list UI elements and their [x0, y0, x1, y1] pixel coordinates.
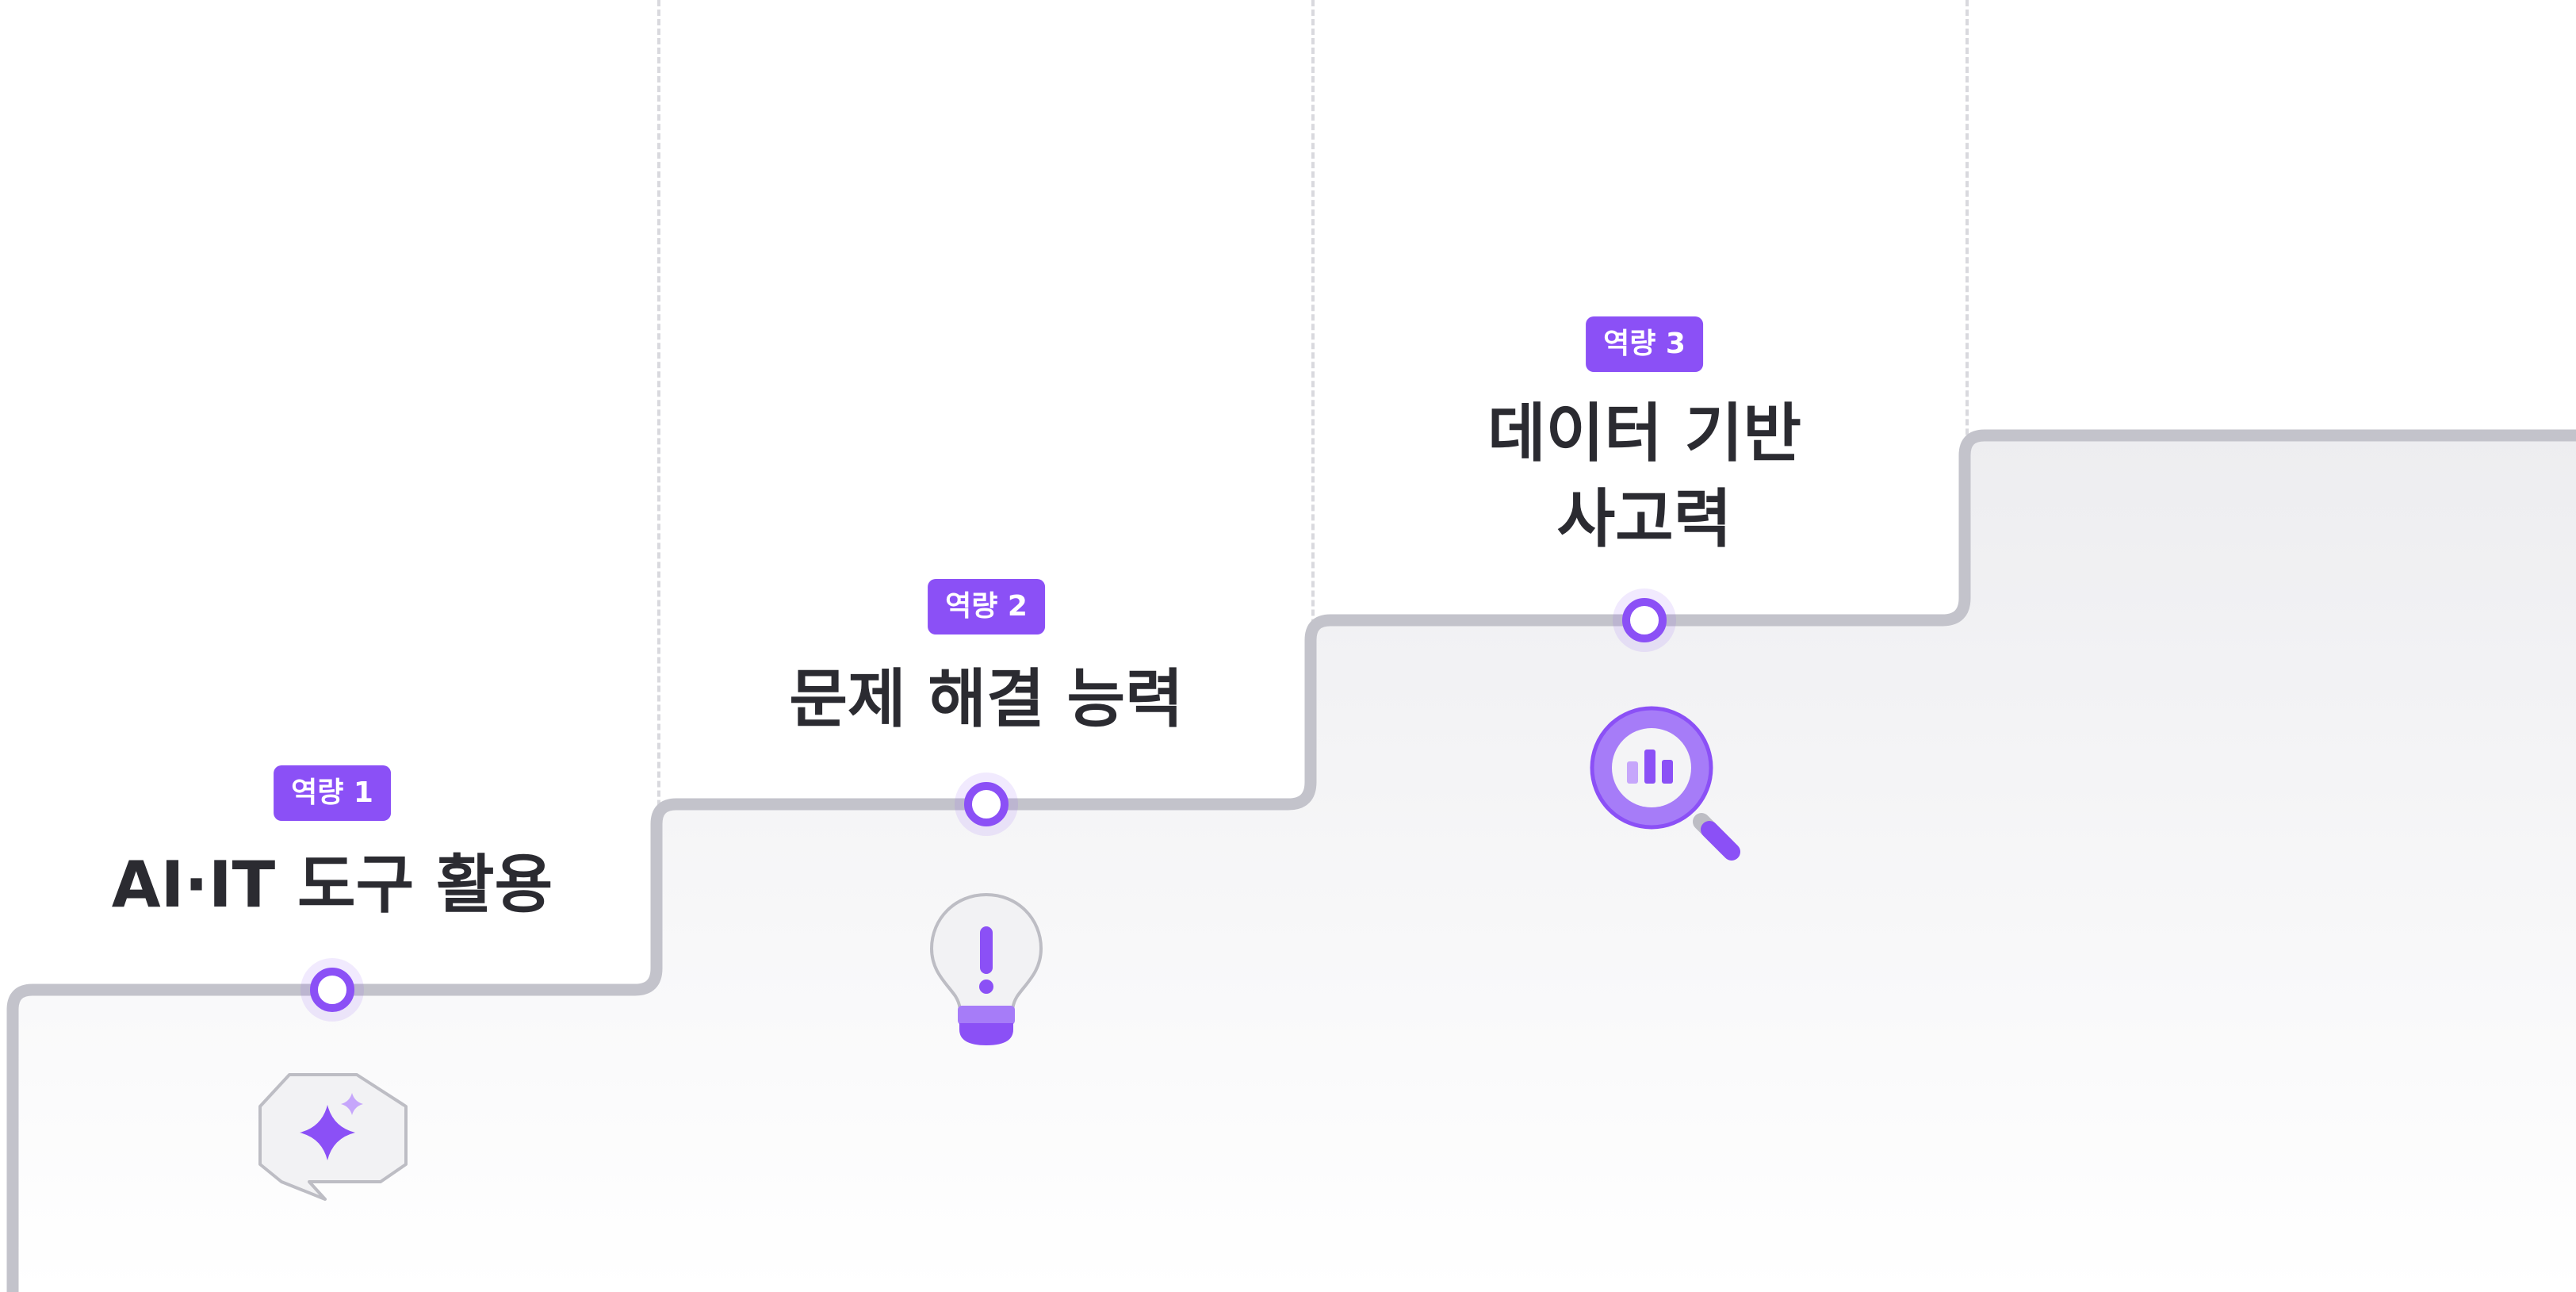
- sparkle-chat-bubble-icon: [258, 1073, 408, 1201]
- step-1-title-line-1: AI·IT 도구 활용: [111, 848, 553, 922]
- column-divider: [657, 0, 660, 1292]
- step-2-marker: [955, 773, 1018, 836]
- step-3-title: 데이터 기반 사고력: [1487, 391, 1801, 562]
- step-2-title: 문제 해결 능력: [789, 657, 1183, 742]
- lightbulb-exclamation-icon: [929, 892, 1043, 1045]
- step-3-title-line-1: 데이터 기반: [1487, 397, 1801, 470]
- step-3-badge: 역량 3: [1586, 316, 1703, 372]
- step-2-title-line-1: 문제 해결 능력: [789, 662, 1184, 736]
- staircase-line: [6, 429, 2576, 1292]
- step-3-marker: [1613, 588, 1676, 652]
- magnifier-chart-icon: [1590, 706, 1740, 861]
- step-1-title: AI·IT 도구 활용: [112, 842, 553, 928]
- step-2-badge: 역량 2: [928, 579, 1045, 634]
- step-1-badge: 역량 1: [274, 765, 391, 821]
- step-1-marker: [300, 958, 364, 1022]
- staircase-fill: [13, 435, 2576, 1292]
- step-3-title-line-2: 사고력: [1556, 482, 1732, 556]
